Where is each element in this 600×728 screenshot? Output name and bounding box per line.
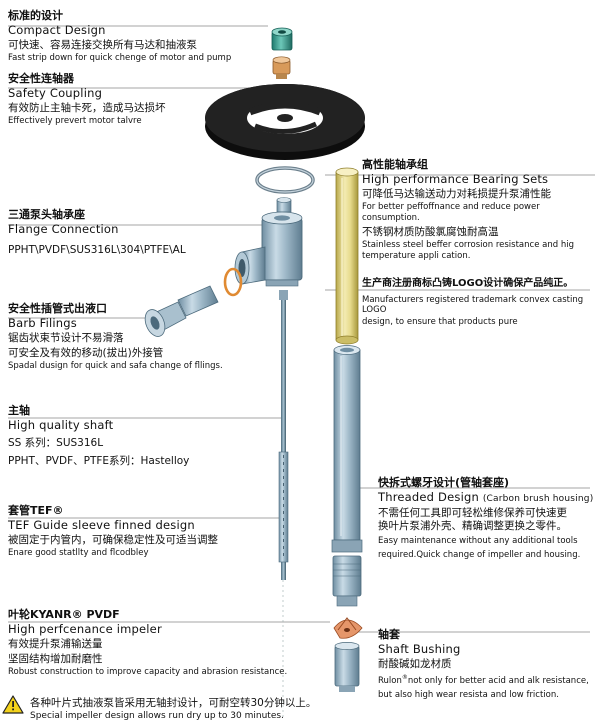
impeller-cn-body-2: 坚固结构增加耐磨性	[8, 653, 103, 666]
threaded-cn-title: 快拆式螺牙设计(管轴套座)	[378, 476, 510, 489]
bearing-cn-body-2: 不锈钢材质防酸氯腐蚀耐高温	[362, 225, 499, 238]
bearing-cn-body-1: 可降低马达输送动力对耗损提升泵浦性能	[362, 188, 551, 201]
coupling-en-body: Effectively prevert motor talvre	[8, 116, 142, 127]
sleeve-en-body: Enare good statllty and flcodbley	[8, 548, 149, 559]
label-shaft-bushing: 轴套 Shaft Bushing 耐酸碱如龙材质 Rulon®not only …	[378, 628, 598, 700]
barb-en-title: Barb Filings	[8, 315, 77, 330]
impeller-en-body: Robust construction to improve capacity …	[8, 667, 288, 678]
motor-nut	[271, 27, 293, 51]
bushing-en-title: Shaft Bushing	[378, 641, 461, 656]
label-logo-design: 生产商注册商标凸铸LOGO设计确保产品纯正。 Manufacturers reg…	[362, 278, 597, 327]
barb-cn-body-1: 锯齿状束节设计不易滑落	[8, 332, 124, 345]
bearing-collar	[276, 197, 292, 213]
coupling-en-title: Safety Coupling	[8, 85, 103, 100]
label-bearing-sets: 高性能轴承组 High performance Bearing Sets 可降低…	[362, 158, 597, 262]
compact-en-body: Fast strip down for quick chenge of moto…	[8, 53, 232, 64]
flange-en-title: Flange Connection	[8, 221, 119, 236]
label-barb-filings: 安全性插管式出液口 Barb Filings 锯齿状束节设计不易滑落 可安全及有…	[8, 302, 268, 372]
threaded-en-title-main: Threaded Design	[378, 489, 479, 504]
threaded-cn-body-1: 不需任何工具即可轻松维修保养可快速更	[378, 507, 567, 519]
guide-sleeve	[278, 451, 289, 563]
sleeve-cn-title: 套管TEF®	[8, 504, 64, 517]
threaded-en-body-2: required.Quick change of impeller and ho…	[378, 549, 581, 560]
dryrun-cn-body: 各种叶片式抽液泵皆采用无轴封设计，可耐空转30分钟以上。	[30, 697, 317, 709]
bushing-cn-body: 耐酸碱如龙材质	[378, 658, 452, 671]
label-impeller: 叶轮KYANR® PVDF High perfcenance impeler 有…	[8, 608, 308, 678]
dryrun-en-body: Special impeller design allows run dry u…	[30, 711, 284, 722]
logo-en-body-2: design, to ensure that products pure	[362, 316, 518, 327]
outer-tube-blue	[331, 345, 363, 553]
safety-coupling-part	[272, 56, 291, 79]
bearing-tube-yellow	[335, 167, 359, 345]
threaded-cn-body-2: 换叶片泵浦外壳、精确调整更换之零件。	[378, 520, 567, 533]
bearing-en-body-1: For better peffoffnance and reduce power…	[362, 202, 540, 223]
tee-pump-housing	[234, 211, 303, 287]
threaded-en-body-1: Easy maintenance without any additional …	[378, 536, 578, 547]
label-safety-coupling: 安全性连轴器 Safety Coupling 有效防止主轴卡死，造成马达损坏 E…	[8, 72, 278, 127]
label-main-shaft: 主轴 High quality shaft SS 系列：SUS316L PPHT…	[8, 404, 268, 468]
label-guide-sleeve: 套管TEF® TEF Guide sleeve finned design 被固…	[8, 504, 283, 559]
bearing-en-title: High performance Bearing Sets	[362, 171, 549, 186]
compact-en-title: Compact Design	[8, 22, 106, 37]
warning-triangle-icon	[2, 695, 24, 714]
flange-material-spec: PPHT\PVDF\SUS316L\304\PTFE\AL	[8, 244, 186, 257]
impeller-cn-body-1: 有效提升泵浦输送量	[8, 638, 103, 651]
main-shaft-rod	[279, 290, 288, 580]
compact-cn-body: 可快速、容易连接交换所有马达和抽液泵	[8, 39, 197, 52]
barb-fitting	[144, 285, 219, 337]
bushing-rulon: Rulon	[378, 676, 402, 687]
barb-cn-body-2: 可安全及有效的移动(拔出)外接管	[8, 347, 164, 360]
sleeve-cn-body: 被固定于内管内，可确保稳定性及可适当调整	[8, 534, 218, 547]
impeller-en-title: High perfcenance impeler	[8, 621, 162, 636]
shaft-spec-ss: SS 系列：SUS316L	[8, 437, 104, 450]
compact-cn-title: 标准的设计	[8, 9, 63, 22]
bearing-cn-title: 高性能轴承组	[362, 158, 428, 171]
sleeve-en-title: TEF Guide sleeve finned design	[8, 517, 195, 532]
impeller	[333, 617, 363, 639]
label-flange-connection: 三通泵头轴承座 Flange Connection PPHT\PVDF\SUS3…	[8, 208, 268, 257]
bearing-en-body-2: Stainless steel beffer corrosion resista…	[362, 239, 574, 250]
impeller-cn-title: 叶轮KYANR® PVDF	[8, 608, 120, 621]
threaded-housing	[332, 555, 362, 607]
coupling-cn-title: 安全性连轴器	[8, 72, 74, 85]
barb-cn-title: 安全性插管式出液口	[8, 302, 107, 315]
logo-cn-title: 生产商注册商标凸铸LOGO设计确保产品纯正。	[362, 278, 574, 289]
inlet-housing	[334, 642, 360, 692]
bushing-registered-mark: ®	[401, 674, 408, 682]
flange-cn-title: 三通泵头轴承座	[8, 208, 85, 221]
shaft-en-title: High quality shaft	[8, 417, 114, 432]
barb-en-body: Spadal dusign for quick and safa change …	[8, 361, 223, 372]
threaded-en-title-note: (Carbon brush housing)	[482, 493, 594, 504]
bushing-cn-title: 轴套	[378, 628, 400, 641]
shaft-spec-ppht: PPHT、PVDF、PTFE系列：Hastelloy	[8, 455, 190, 468]
o-ring	[223, 267, 243, 297]
bushing-en-body-1: Rulon®not only for better acid and alk r…	[378, 674, 598, 686]
shaft-cn-title: 主轴	[8, 404, 30, 417]
logo-en-body-1: Manufacturers registered trademark conve…	[362, 294, 584, 316]
snap-ring	[255, 166, 315, 194]
label-dry-run: 各种叶片式抽液泵皆采用无轴封设计，可耐空转30分钟以上。 Special imp…	[30, 697, 360, 722]
label-compact-design: 标准的设计 Compact Design 可快速、容易连接交换所有马达和抽液泵 …	[8, 9, 278, 64]
bushing-en-body-2: but also high wear resista and low frict…	[378, 689, 559, 700]
bearing-en-body-3: temperature appli cation.	[362, 251, 471, 262]
coupling-cn-body: 有效防止主轴卡死，造成马达损坏	[8, 102, 166, 115]
bushing-en-body-1b: not only for better acid and alk resista…	[407, 676, 589, 687]
mounting-flange-disc	[205, 84, 365, 160]
threaded-en-title: Threaded Design (Carbon brush housing)	[378, 490, 598, 505]
label-threaded-design: 快拆式螺牙设计(管轴套座) Threaded Design (Carbon br…	[378, 476, 598, 561]
